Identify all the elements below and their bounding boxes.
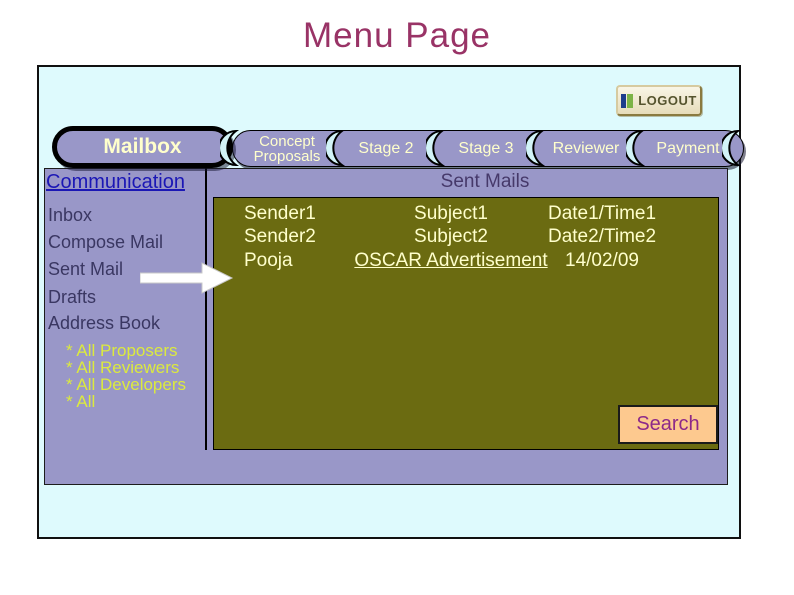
logout-label: LOGOUT	[638, 93, 697, 108]
sidebar-item-all-reviewers[interactable]: * All Reviewers	[66, 358, 180, 377]
tab-mailbox[interactable]: Mailbox	[52, 126, 233, 168]
sidebar-item-compose-mail[interactable]: Compose Mail	[48, 232, 164, 252]
mail-date: Date2/Time2	[547, 226, 657, 247]
sidebar-item-sent-mail[interactable]: Sent Mail	[48, 259, 124, 279]
sidebar-item-all-proposers[interactable]: * All Proposers	[66, 341, 178, 360]
tab-label: Concept Proposals	[253, 132, 321, 165]
arrow-right-icon	[140, 262, 234, 294]
sidebar-item-drafts[interactable]: Drafts	[48, 287, 97, 307]
sidebar-item-address-book[interactable]: Address Book	[48, 313, 161, 333]
page-title: Menu Page	[302, 16, 492, 55]
mail-row[interactable]: Sender2 Subject2 Date2/Time2	[214, 226, 718, 249]
logout-button[interactable]: LOGOUT	[616, 85, 702, 116]
sidebar-item-all[interactable]: * All	[66, 392, 96, 411]
tab-strip	[232, 130, 744, 167]
mail-subject-link[interactable]: OSCAR Advertisement	[354, 250, 548, 271]
tab-stage-2[interactable]: Stage 2	[336, 130, 436, 167]
tab-label: Stage 3	[458, 139, 514, 157]
sidebar-item-all-developers[interactable]: * All Developers	[66, 375, 187, 394]
communication-link[interactable]: Communication	[46, 171, 185, 193]
sent-mails-panel: Sender1 Subject1 Date1/Time1 Sender2 Sub…	[213, 197, 719, 450]
mail-date: Date1/Time1	[547, 203, 657, 224]
tab-payment[interactable]: Payment	[638, 130, 738, 167]
sidebar-divider	[205, 168, 207, 450]
tab-mailbox-label: Mailbox	[103, 135, 182, 158]
mail-subject: Subject2	[414, 226, 488, 247]
tab-label: Reviewer	[552, 139, 620, 157]
mail-sender: Sender2	[244, 226, 316, 247]
logout-bars-icon	[621, 93, 634, 108]
mail-sender: Sender1	[244, 203, 316, 224]
tab-reviewer[interactable]: Reviewer	[536, 130, 636, 167]
mail-subject: Subject1	[414, 203, 488, 224]
mail-row[interactable]: Pooja OSCAR Advertisement 14/02/09	[214, 250, 718, 273]
tab-concept-proposals[interactable]: Concept Proposals	[237, 130, 337, 167]
mail-sender: Pooja	[244, 250, 293, 271]
sidebar-item-inbox[interactable]: Inbox	[48, 205, 93, 225]
mail-row[interactable]: Sender1 Subject1 Date1/Time1	[214, 203, 718, 226]
sent-mails-heading: Sent Mails	[440, 171, 530, 192]
search-button[interactable]: Search	[618, 405, 718, 444]
mail-date: 14/02/09	[565, 250, 639, 271]
tab-stage-3[interactable]: Stage 3	[436, 130, 536, 167]
tab-label: Stage 2	[358, 139, 414, 157]
tab-label: Payment	[656, 139, 720, 157]
